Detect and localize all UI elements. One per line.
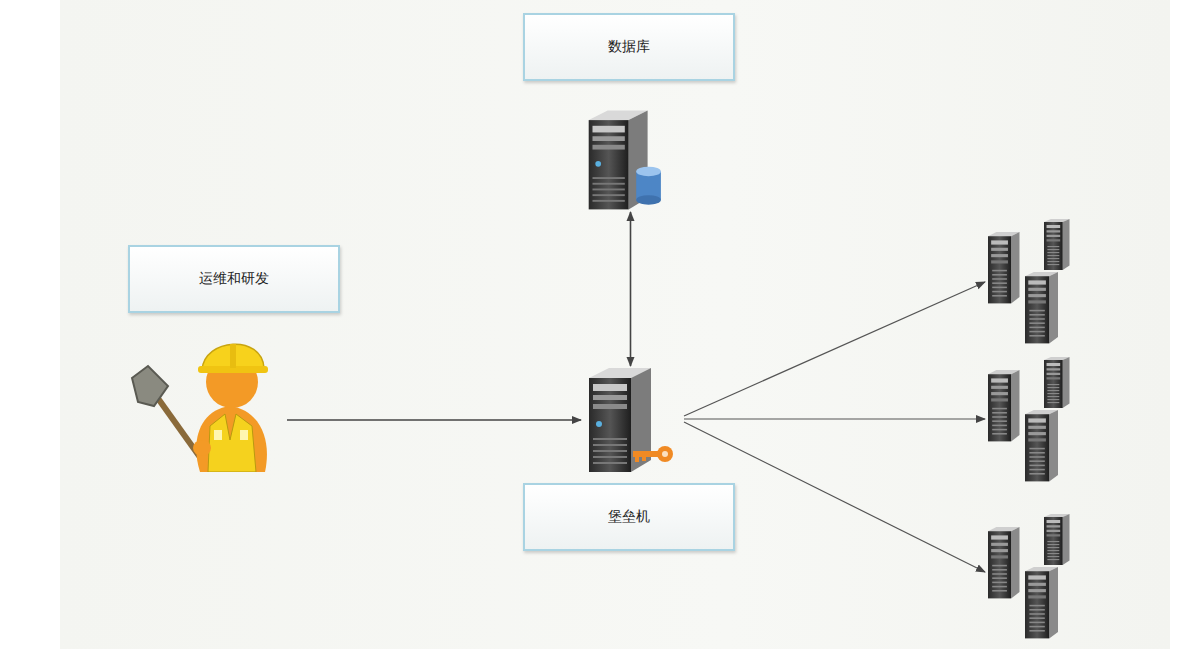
fan-out-line bbox=[684, 282, 985, 416]
key-symbol bbox=[633, 446, 673, 462]
connector bbox=[630, 212, 632, 366]
server-icon bbox=[583, 368, 683, 472]
node-label: 堡垒机 bbox=[608, 508, 650, 526]
node-label: 运维和研发 bbox=[199, 270, 269, 288]
connector bbox=[287, 419, 581, 421]
database-cylinder bbox=[636, 167, 661, 205]
server-group bbox=[988, 219, 1070, 343]
node-label: 数据库 bbox=[608, 38, 650, 56]
label-box: 堡垒机 bbox=[523, 483, 735, 551]
database-server: 数据库 bbox=[583, 110, 678, 210]
server-group bbox=[988, 357, 1070, 481]
operator: 运维和研发 bbox=[130, 330, 285, 472]
worker-figure bbox=[130, 330, 285, 472]
label-box: 运维和研发 bbox=[128, 245, 340, 313]
bastion-host: 堡垒机 bbox=[583, 368, 683, 472]
label-box: 数据库 bbox=[523, 13, 735, 81]
server-icon bbox=[583, 110, 678, 210]
server-group bbox=[988, 514, 1070, 638]
fan-out-line bbox=[684, 418, 985, 419]
